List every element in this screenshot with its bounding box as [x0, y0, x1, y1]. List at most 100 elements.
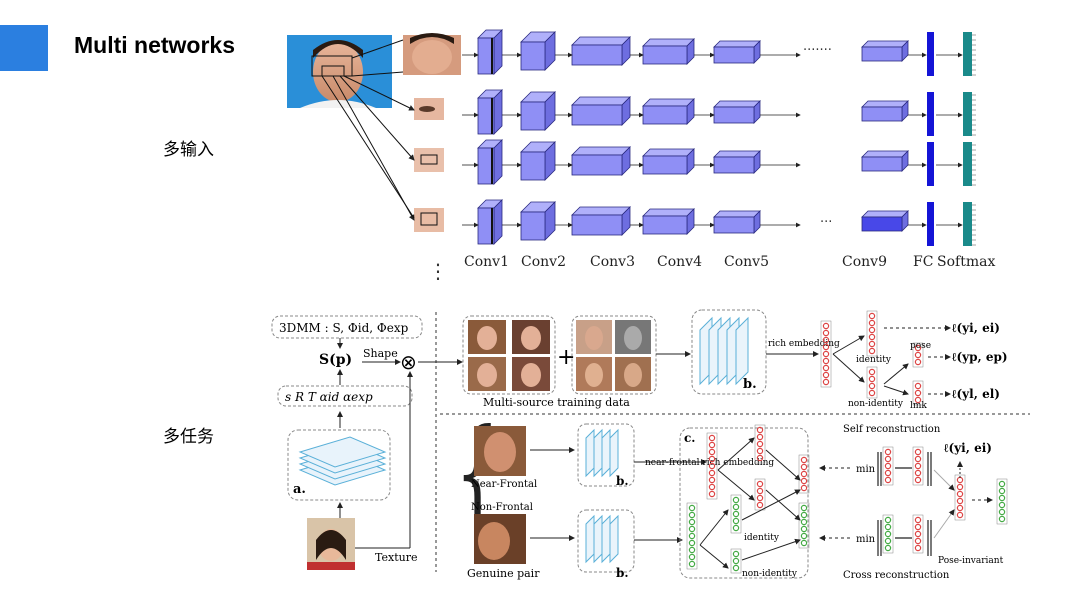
non-identity-column-top: [866, 366, 878, 399]
layer-label-conv4: Conv4: [657, 254, 702, 270]
fc-layer: [927, 32, 934, 76]
embedding-columns-bottom: [686, 424, 810, 574]
conv9-block: [861, 100, 909, 122]
slide-title: Multi networks: [74, 32, 236, 58]
panel-b-near-frontal: [577, 423, 635, 487]
plus-sign: +: [557, 345, 575, 370]
panel-b-bottom: [577, 423, 635, 573]
recon-input-near: [798, 454, 810, 494]
cross-recon-b: [912, 514, 924, 554]
conv9-block: [861, 40, 909, 62]
cnn-row-3: [462, 139, 976, 186]
non-frontal-embedding-column: [686, 502, 698, 570]
label-near-frontal: Near-Frontal: [471, 479, 537, 490]
source-face-photo: [287, 35, 392, 108]
conv4-block: [642, 148, 695, 175]
label-3dmm: 3DMM : S, Φid, Φexp: [279, 321, 409, 335]
conv3-block: [571, 146, 631, 176]
label-shape: Shape: [363, 347, 398, 360]
layer-label-conv9: Conv9: [842, 254, 887, 270]
conv9-block: [861, 150, 909, 172]
cnn-row-2: [462, 89, 976, 136]
label-non-frontal: Non-Frontal: [471, 502, 533, 513]
face-crops: [403, 33, 461, 232]
panel-b-bottom-label: b.: [616, 566, 629, 580]
label-params: s R T αid αexp: [285, 390, 373, 404]
panel-a-label: a.: [293, 482, 306, 497]
label-pose-invariant: Pose-invariant: [938, 556, 1004, 566]
label-non-identity-bottom: non-identity: [742, 569, 798, 579]
label-genuine-pair: Genuine pair: [467, 567, 540, 580]
pose-invariant-output: [996, 478, 1008, 525]
lmk-column: [912, 380, 924, 406]
label-rich-embedding: rich embedding: [768, 339, 840, 349]
ellipsis-row4: ...: [820, 211, 832, 226]
otimes-symbol: ⊗: [400, 350, 417, 374]
layer-label-conv1: Conv1: [464, 254, 509, 270]
label-identity-top: identity: [856, 355, 892, 365]
conv2-block: [520, 141, 556, 181]
non-identity-column-near: [754, 478, 766, 511]
softmax-layer: [963, 142, 976, 186]
training-images-set2: [576, 320, 651, 391]
training-images-set1: [468, 320, 550, 391]
cross-recon-a: [882, 514, 894, 554]
label-pose: pose: [910, 341, 931, 351]
label-non-identity-top: non-identity: [848, 399, 904, 409]
rich-embedding-column: [820, 320, 832, 388]
non-identity-column-non: [730, 548, 742, 574]
loss-identity: ℓ(yi, ei): [951, 321, 1000, 335]
softmax-layer: [963, 202, 976, 246]
cnn-row-4: [462, 199, 976, 246]
conv1-block: [477, 139, 503, 185]
identity-column-non: [730, 494, 742, 534]
pose-invariant-column: [954, 474, 966, 521]
label-self-reconstruction: Self reconstruction: [843, 424, 941, 435]
conv2-block: [520, 91, 556, 131]
label-multi-input: 多输入: [163, 140, 214, 160]
panel-b-top-label: b.: [743, 377, 757, 392]
conv1-block: [477, 199, 503, 245]
label-min-bottom: min: [856, 534, 876, 545]
embedding-columns-top: [820, 310, 924, 406]
layer-label-conv2: Conv2: [521, 254, 566, 270]
loss-lmk: ℓ(yl, el): [951, 387, 1000, 401]
recon-input-non: [798, 502, 810, 549]
loss-bottom: ℓ(yi, ei): [943, 441, 992, 455]
layer-labels: Conv1 Conv2 Conv3 Conv4 Conv5 Conv9 FC S…: [464, 254, 995, 270]
label-training-data: Multi-source training data: [483, 396, 630, 409]
label-texture: Texture: [375, 551, 417, 564]
panel-b-mid-label: b.: [616, 474, 629, 488]
conv9-block: [861, 210, 909, 232]
conv3-block: [571, 206, 631, 236]
ellipsis-row1: .......: [803, 39, 832, 54]
label-near-frontal-embedding: near-frontal rich embedding: [645, 458, 774, 468]
conv4-block: [642, 38, 695, 65]
cnn-row-1: [462, 29, 976, 76]
label-shape-fn: S(p): [319, 352, 352, 368]
conv5-block: [713, 40, 761, 64]
cnn-rows: [462, 29, 976, 246]
fc-layer: [927, 202, 934, 246]
layer-label-softmax: Softmax: [937, 254, 995, 270]
softmax-layer: [963, 32, 976, 76]
softmax-layer: [963, 92, 976, 136]
label-identity-bottom: identity: [744, 533, 780, 543]
conv5-block: [713, 210, 761, 234]
conv1-block: [477, 29, 503, 75]
conv3-block: [571, 96, 631, 126]
label-cross-reconstruction: Cross reconstruction: [843, 570, 950, 581]
accent-bar: [0, 25, 48, 71]
conv4-block: [642, 208, 695, 235]
vertical-ellipsis: ⋮: [428, 259, 448, 283]
label-multi-task: 多任务: [163, 427, 214, 447]
conv5-block: [713, 100, 761, 124]
self-recon-b: [912, 446, 924, 486]
self-recon-a: [882, 446, 894, 486]
pose-column: [912, 342, 924, 368]
loss-pose: ℓ(yp, ep): [951, 350, 1008, 364]
conv5-block: [713, 150, 761, 174]
layer-label-conv5: Conv5: [724, 254, 769, 270]
crop-connectors: [321, 39, 415, 221]
